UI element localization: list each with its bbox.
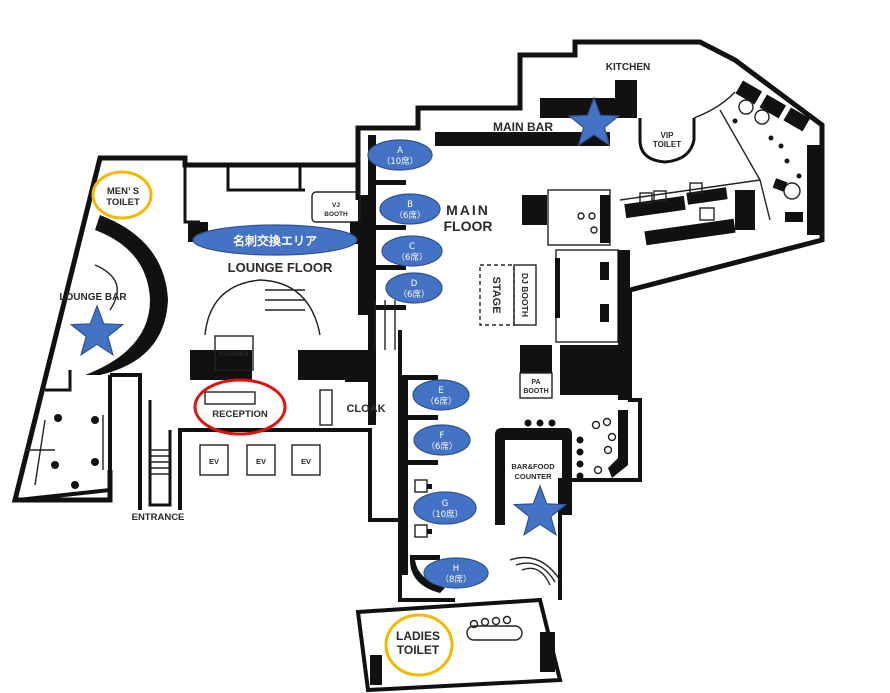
seat-id: C <box>409 242 415 252</box>
seat-marker-h[interactable]: H （8席） <box>423 557 489 589</box>
seat-capacity: （8席） <box>441 574 472 585</box>
seat-id: F <box>440 431 445 441</box>
area-labels: KITCHEN MAIN BAR VIP TOILET MAIN FLOOR V… <box>59 62 681 657</box>
label-mens-toilet-2: TOILET <box>106 197 140 208</box>
label-bar-food-2: COUNTER <box>514 472 552 481</box>
label-pa-booth-1: PA <box>531 379 540 386</box>
main-bar-area <box>435 80 736 164</box>
label-lounge-bar: LOUNGE BAR <box>59 292 127 303</box>
label-ev-2: EV <box>256 457 266 466</box>
booths-lower <box>400 375 445 593</box>
vip-lounge <box>619 80 821 246</box>
label-dj-booth: DJ BOOTH <box>520 273 530 317</box>
seat-id: E <box>438 386 443 396</box>
label-bar-food-1: BAR&FOOD <box>511 462 555 471</box>
outer-walls <box>11 39 825 693</box>
seat-capacity: （6席） <box>427 441 458 452</box>
seat-markers: A （10席） B （6席） C （6席） D （6席） E （6席） F （6… <box>367 139 489 589</box>
label-vj-booth-2: BOOTH <box>324 211 348 218</box>
star-markers <box>69 96 621 537</box>
label-main-bar: MAIN BAR <box>493 120 553 134</box>
label-lounge-floor: LOUNGE FLOOR <box>228 260 333 275</box>
seat-marker-e[interactable]: E （6席） <box>412 379 470 411</box>
star-icon-bar-food-counter[interactable] <box>512 484 568 537</box>
reception-highlight <box>193 378 287 436</box>
seat-id: A <box>397 146 403 156</box>
label-ev-1: EV <box>209 457 219 466</box>
lounge-area <box>25 165 396 507</box>
label-vip-toilet-2: TOILET <box>653 140 681 149</box>
label-ladies-toilet-1: LADIES <box>396 629 440 643</box>
seat-marker-g[interactable]: G （10席） <box>413 491 477 525</box>
seat-capacity: （6席） <box>395 210 426 221</box>
seat-marker-b[interactable]: B （6席） <box>379 193 441 225</box>
card-exchange-label: 名刺交換エリア <box>233 233 317 248</box>
label-reception: RECEPTION <box>212 409 268 420</box>
label-kitchen: KITCHEN <box>606 62 650 73</box>
seat-id: D <box>411 279 418 289</box>
label-pa-booth-2: BOOTH <box>523 388 548 395</box>
seat-id: G <box>442 499 449 509</box>
ladies-toilet-fixtures <box>370 615 555 685</box>
ladies-toilet-highlight <box>384 613 454 677</box>
seat-capacity: （6席） <box>426 396 457 407</box>
star-icon-main-bar[interactable] <box>567 96 621 147</box>
seat-marker-f[interactable]: F （6席） <box>413 424 471 456</box>
label-cloak: CLOAK <box>346 403 385 415</box>
seat-marker-c[interactable]: C （6席） <box>381 235 443 267</box>
seat-id: B <box>407 200 413 210</box>
stage-area <box>479 189 630 400</box>
seat-marker-a[interactable]: A （10席） <box>367 139 433 171</box>
highlight-rings <box>91 170 454 677</box>
booths-upper <box>358 135 406 425</box>
label-stage: STAGE <box>490 276 502 313</box>
label-vip-toilet-1: VIP <box>661 131 675 140</box>
seat-capacity: （6席） <box>399 289 430 300</box>
card-exchange-area[interactable]: 名刺交換エリア <box>192 224 358 256</box>
label-mens-toilet-1: MEN’ S <box>107 186 139 197</box>
seat-marker-d[interactable]: D （6席） <box>385 272 443 304</box>
bar-food-counter-area <box>495 410 628 586</box>
label-cashier: CASHIER <box>219 351 249 358</box>
label-entrance: ENTRANCE <box>132 512 185 523</box>
mens-toilet-highlight <box>91 170 153 220</box>
seat-capacity: （10席） <box>427 509 463 520</box>
label-ladies-toilet-2: TOILET <box>397 643 440 657</box>
star-icon-lounge-bar[interactable] <box>69 304 125 357</box>
label-main-floor-1: MAIN <box>446 202 490 218</box>
label-main-floor-2: FLOOR <box>444 218 493 234</box>
seat-capacity: （10席） <box>382 156 418 167</box>
label-ev-3: EV <box>301 457 311 466</box>
seat-capacity: （6席） <box>397 252 428 263</box>
seat-id: H <box>453 564 459 574</box>
label-vj-booth-1: VJ <box>332 202 340 209</box>
